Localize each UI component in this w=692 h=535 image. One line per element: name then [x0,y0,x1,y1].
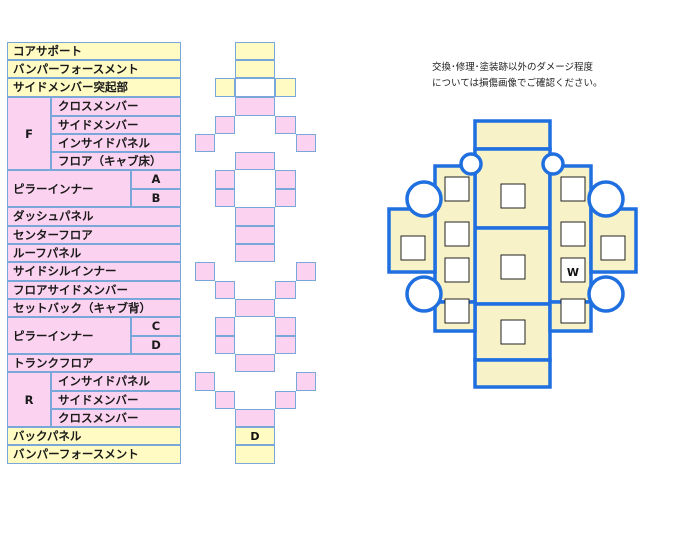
grid-rear-inside-panel-right[interactable] [296,372,316,391]
grid-rear-inside-panel-left[interactable] [195,372,215,391]
grid-rear-side-member-left[interactable] [215,391,235,409]
diagram-rear-bumper[interactable] [473,358,552,389]
diagram-front-right-wheel[interactable] [587,180,625,218]
row-dash-panel: ダッシュパネル [7,207,181,226]
row-floor-cab: フロア（キャブ床） [51,152,181,170]
grid-front-side-member-left[interactable] [215,116,235,134]
grid-bumper-front[interactable] [235,60,275,78]
row-front-inside-panel: インサイドパネル [51,134,181,152]
grid-side-sill-right[interactable] [296,262,316,281]
grid-dash-panel[interactable] [235,207,275,226]
row-pillar-inner-cd: ピラーインナー [7,317,131,354]
car-body-diagram: W [387,119,638,389]
row-back-panel: バックパネル [7,427,181,445]
row-side-member-protrusion: サイドメンバー突起部 [7,78,181,97]
diagram-rear-right-wheel[interactable] [587,275,625,313]
grid-pillar-c-right[interactable] [275,317,296,336]
grid-protrusion-left[interactable] [215,78,235,97]
diagram-square-left-2[interactable] [444,221,470,247]
grid-rear-cross-member[interactable] [235,409,275,427]
diagram-rear-left-wheel[interactable] [405,275,443,313]
row-rear-cross-member: クロスメンバー [51,409,181,427]
diagram-square-cabin-center[interactable] [500,254,526,280]
grid-protrusion-center [235,78,275,97]
grid-pillar-c-left[interactable] [215,317,235,336]
diagram-front-left-pillar[interactable] [459,152,483,176]
row-pillar-b: B [131,189,181,207]
grid-pillar-a-right[interactable] [275,170,296,189]
row-side-sill-inner: サイドシルインナー [7,262,181,281]
row-bumper-reinforcement-front: バンパーフォースメント [7,60,181,78]
grid-front-cross-member[interactable] [235,97,275,116]
diagram-front-bumper[interactable] [473,119,552,151]
row-bumper-reinforcement-rear: バンパーフォースメント [7,445,181,464]
note-line-1: 交換･修理･塗装跡以外のダメージ程度 [432,62,594,73]
diagram-square-front-center[interactable] [500,183,526,209]
row-trunk-floor: トランクフロア [7,354,181,372]
diagram-square-right-door[interactable] [600,235,626,261]
group-label-front: F [7,97,51,170]
grid-floor-side-member-left[interactable] [215,281,235,299]
grid-core-support[interactable] [235,42,275,60]
diagram-front-right-pillar[interactable] [541,152,565,176]
diagram-square-right-3[interactable] [560,257,586,283]
note-line-2: については損傷画像でご確認ください。 [432,78,603,89]
diagram-square-left-4[interactable] [444,298,470,324]
row-roof-panel: ルーフパネル [7,244,181,262]
row-setback: セットバック（キャブ背） [7,299,181,317]
grid-bumper-rear[interactable] [235,445,275,464]
row-front-side-member: サイドメンバー [51,116,181,134]
grid-front-inside-panel-left[interactable] [195,134,215,152]
grid-protrusion-right[interactable] [275,78,296,97]
row-pillar-d: D [131,336,181,354]
grid-floor-cab[interactable] [235,152,275,170]
grid-floor-side-member-right[interactable] [275,281,296,299]
grid-roof-panel[interactable] [235,244,275,262]
row-rear-inside-panel: インサイドパネル [51,372,181,391]
grid-front-side-member-right[interactable] [275,116,296,134]
row-rear-side-member: サイドメンバー [51,391,181,409]
diagram-square-right-1[interactable] [560,176,586,202]
diagram-square-right-4[interactable] [560,298,586,324]
diagram-square-left-3[interactable] [444,257,470,283]
row-center-floor: センターフロア [7,226,181,244]
diagram-square-left-door[interactable] [400,235,426,261]
row-pillar-a: A [131,170,181,189]
grid-pillar-b-left[interactable] [215,189,235,207]
row-pillar-inner-ab: ピラーインナー [7,170,131,207]
diagram-square-rear-center[interactable] [500,319,526,345]
grid-trunk-floor[interactable] [235,354,275,372]
grid-pillar-a-left[interactable] [215,170,235,189]
grid-pillar-b-right[interactable] [275,189,296,207]
row-floor-side-member: フロアサイドメンバー [7,281,181,299]
row-pillar-c: C [131,317,181,336]
grid-setback[interactable] [235,299,275,317]
group-label-rear: R [7,372,51,427]
diagram-square-right-2[interactable] [560,221,586,247]
grid-rear-side-member-right[interactable] [275,391,296,409]
grid-center-floor[interactable] [235,226,275,244]
diagram-front-left-wheel[interactable] [405,180,443,218]
grid-front-inside-panel-right[interactable] [296,134,316,152]
grid-pillar-d-right[interactable] [275,336,296,354]
diagram-square-left-1[interactable] [444,176,470,202]
row-front-cross-member: クロスメンバー [51,97,181,116]
grid-pillar-d-left[interactable] [215,336,235,354]
row-core-support: コアサポート [7,42,181,60]
diagram-mark-w: W [567,266,579,279]
grid-back-panel[interactable]: D [235,427,275,445]
grid-side-sill-left[interactable] [195,262,215,281]
